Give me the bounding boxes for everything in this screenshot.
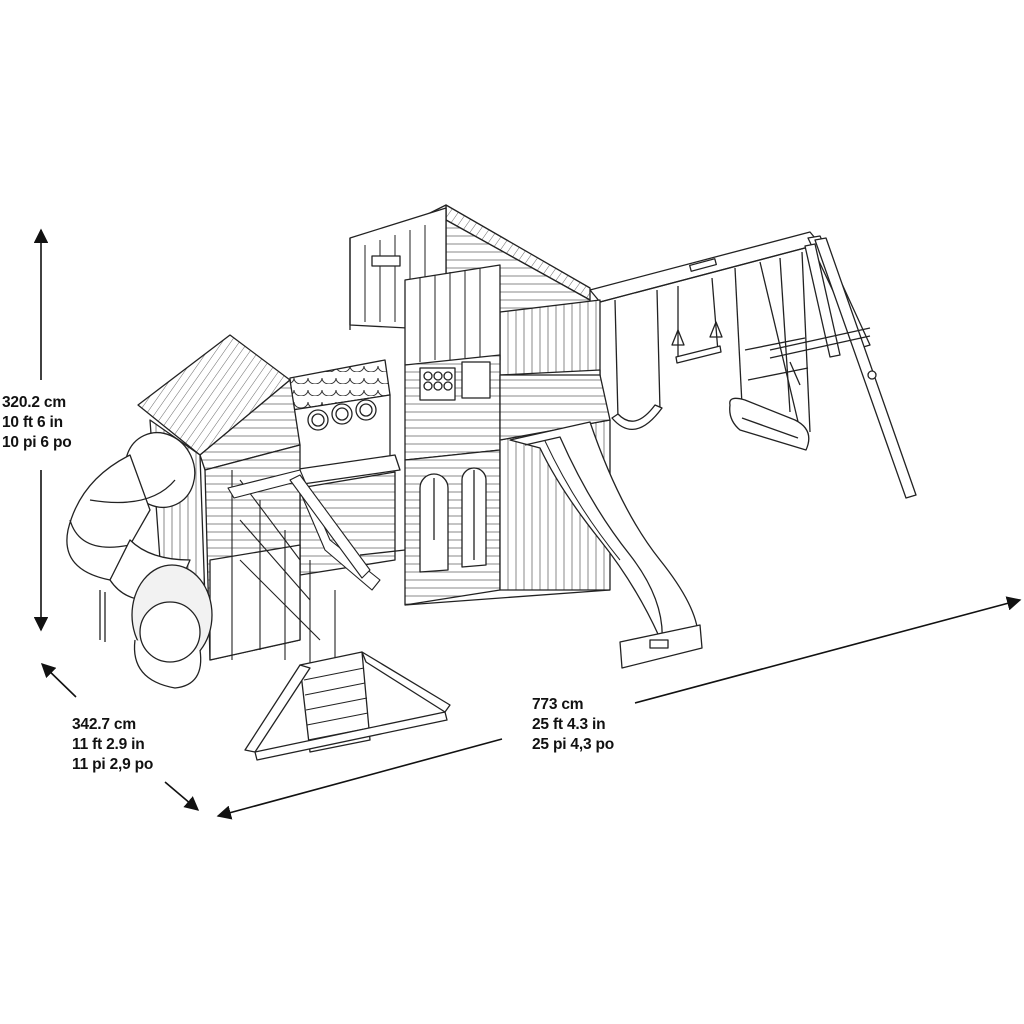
depth-dimension-label: 342.7 cm 11 ft 2.9 in 11 pi 2,9 po [72, 715, 153, 775]
height-metric: 320.2 cm [2, 394, 66, 411]
swing-set [589, 231, 917, 499]
wave-slide [509, 421, 703, 669]
width-dimension-label: 773 cm 25 ft 4.3 in 25 pi 4,3 po [532, 695, 614, 755]
center-roof-section [289, 359, 401, 576]
base-frame [359, 549, 611, 606]
climbing-net [227, 469, 381, 665]
height-french: 10 pi 6 po [2, 434, 72, 451]
width-imperial: 25 ft 4.3 in [532, 716, 606, 733]
depth-french: 11 pi 2,9 po [72, 756, 154, 773]
playset-illustration [66, 204, 917, 761]
depth-metric: 342.7 cm [72, 716, 136, 733]
depth-arrow [40, 662, 200, 811]
height-dimension-label: 320.2 cm 10 ft 6 in 10 pi 6 po [2, 393, 72, 453]
width-french: 25 pi 4,3 po [532, 736, 615, 753]
depth-imperial: 11 ft 2.9 in [72, 736, 145, 753]
width-arrow [216, 596, 1022, 820]
tube-slide [66, 432, 213, 689]
climbing-ramp [244, 651, 451, 761]
width-metric: 773 cm [532, 696, 584, 713]
height-imperial: 10 ft 6 in [2, 414, 63, 431]
